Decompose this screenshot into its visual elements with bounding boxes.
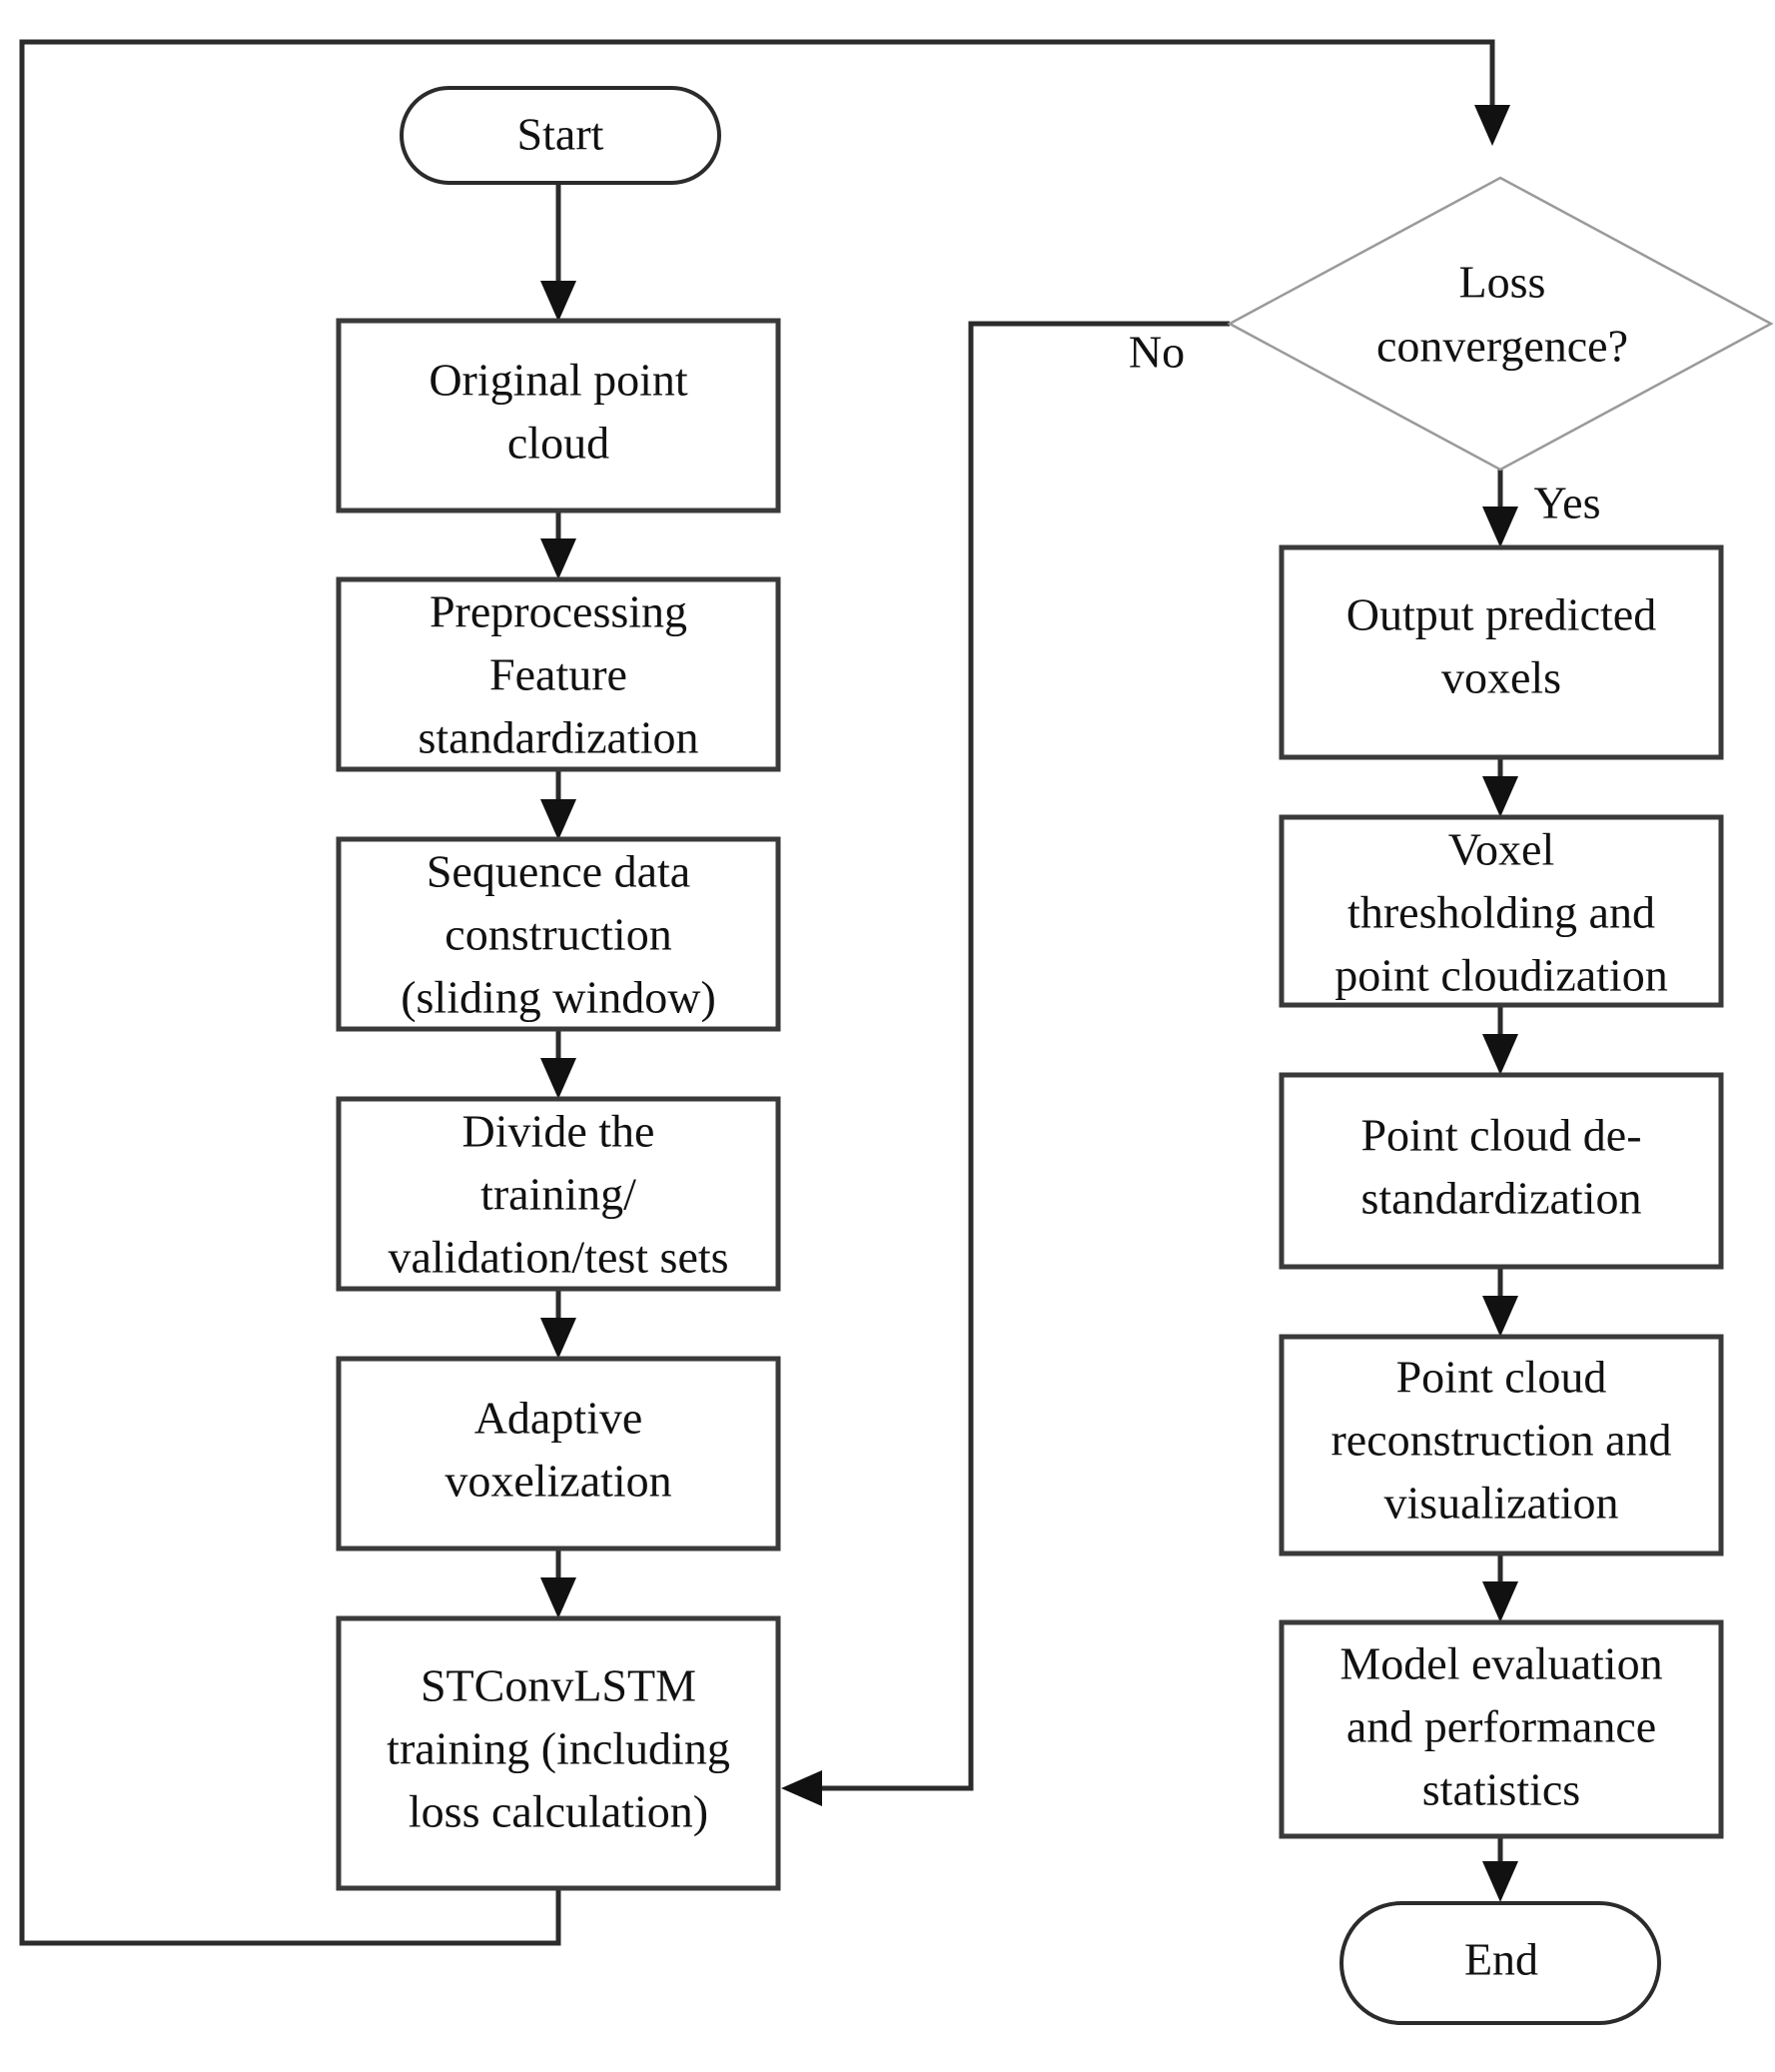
- node-divide-sets-line1: Divide the: [462, 1106, 655, 1157]
- node-output-predicted-voxels[interactable]: Output predicted voxels: [1279, 544, 1724, 760]
- node-start-label: Start: [517, 109, 604, 160]
- edge-label-yes: Yes: [1534, 478, 1601, 528]
- node-output-predicted-voxels-line2: voxels: [1441, 652, 1561, 703]
- node-original-point-cloud-line2: cloud: [507, 418, 609, 469]
- node-sequence-data-line3: (sliding window): [401, 972, 716, 1023]
- node-output-predicted-voxels-line1: Output predicted: [1346, 589, 1656, 640]
- edge-label-no: No: [1129, 327, 1185, 378]
- node-adaptive-voxelization-line1: Adaptive: [474, 1393, 643, 1444]
- node-point-cloud-destandardization[interactable]: Point cloud de- standardization: [1279, 1072, 1724, 1270]
- edge-output-predicted-voxels-to-voxel-thresholding: [1482, 757, 1518, 817]
- node-adaptive-voxelization[interactable]: Adaptive voxelization: [336, 1356, 781, 1552]
- node-voxel-thresholding-line1: Voxel: [1448, 824, 1555, 875]
- edge-loss-convergence-yes-to-output-predicted-voxels: [1482, 470, 1518, 547]
- node-loss-convergence-line2: convergence?: [1376, 321, 1628, 372]
- node-preprocessing-line2: Feature: [489, 649, 627, 700]
- node-point-cloud-reconstruction-line1: Point cloud: [1396, 1352, 1607, 1403]
- node-model-evaluation[interactable]: Model evaluation and performance statist…: [1279, 1619, 1724, 1839]
- node-model-evaluation-line3: statistics: [1422, 1764, 1580, 1815]
- node-voxel-thresholding[interactable]: Voxel thresholding and point cloudizatio…: [1279, 814, 1724, 1008]
- node-point-cloud-destandardization-line2: standardization: [1360, 1173, 1641, 1224]
- node-stconvlstm-training-line3: loss calculation): [409, 1786, 708, 1837]
- node-divide-sets-line2: training/: [480, 1169, 636, 1220]
- edge-start-to-original-point-cloud: [540, 181, 576, 322]
- edge-loss-convergence-no-to-stconvlstm: [781, 321, 1230, 1806]
- node-original-point-cloud-line1: Original point: [429, 355, 688, 406]
- edge-point-cloud-destandardization-to-point-cloud-reconstruction: [1482, 1267, 1518, 1337]
- node-loss-convergence-line1: Loss: [1459, 257, 1546, 308]
- node-stconvlstm-training-line2: training (including: [387, 1723, 730, 1774]
- node-end-label: End: [1464, 1934, 1538, 1985]
- node-point-cloud-destandardization-line1: Point cloud de-: [1360, 1110, 1641, 1161]
- node-point-cloud-reconstruction-line3: visualization: [1383, 1478, 1618, 1529]
- node-sequence-data-line2: construction: [444, 909, 671, 960]
- node-sequence-data[interactable]: Sequence data construction (sliding wind…: [336, 836, 781, 1032]
- edge-adaptive-voxelization-to-stconvlstm: [540, 1548, 576, 1618]
- node-stconvlstm-training[interactable]: STConvLSTM training (including loss calc…: [336, 1615, 781, 1891]
- node-sequence-data-line1: Sequence data: [427, 846, 690, 897]
- edge-preprocessing-to-sequence-data: [540, 768, 576, 840]
- node-preprocessing[interactable]: Preprocessing Feature standardization: [336, 576, 781, 772]
- edge-sequence-data-to-divide-sets: [540, 1028, 576, 1099]
- node-end[interactable]: End: [1339, 1901, 1661, 2025]
- node-preprocessing-line3: standardization: [418, 712, 698, 763]
- edge-stconvlstm-to-loss-convergence: [19, 39, 1510, 1946]
- edge-divide-sets-to-adaptive-voxelization: [540, 1287, 576, 1359]
- node-stconvlstm-training-line1: STConvLSTM: [421, 1660, 696, 1711]
- edge-model-evaluation-to-end: [1482, 1836, 1518, 1902]
- edge-original-point-cloud-to-preprocessing: [540, 509, 576, 579]
- node-original-point-cloud[interactable]: Original point cloud: [336, 318, 781, 514]
- node-point-cloud-reconstruction[interactable]: Point cloud reconstruction and visualiza…: [1279, 1334, 1724, 1556]
- node-model-evaluation-line2: and performance: [1346, 1701, 1656, 1752]
- node-preprocessing-line1: Preprocessing: [430, 586, 687, 637]
- edge-point-cloud-reconstruction-to-model-evaluation: [1482, 1554, 1518, 1622]
- node-model-evaluation-line1: Model evaluation: [1339, 1638, 1662, 1689]
- node-point-cloud-reconstruction-line2: reconstruction and: [1331, 1415, 1671, 1466]
- node-loss-convergence[interactable]: Loss convergence?: [1227, 176, 1774, 472]
- node-start[interactable]: Start: [400, 86, 721, 185]
- node-voxel-thresholding-line3: point cloudization: [1334, 950, 1667, 1001]
- node-divide-sets[interactable]: Divide the training/ validation/test set…: [336, 1096, 781, 1292]
- edge-voxel-thresholding-to-point-cloud-destandardization: [1482, 1004, 1518, 1075]
- node-divide-sets-line3: validation/test sets: [388, 1232, 728, 1283]
- node-adaptive-voxelization-line2: voxelization: [444, 1456, 671, 1507]
- node-voxel-thresholding-line2: thresholding and: [1347, 887, 1655, 938]
